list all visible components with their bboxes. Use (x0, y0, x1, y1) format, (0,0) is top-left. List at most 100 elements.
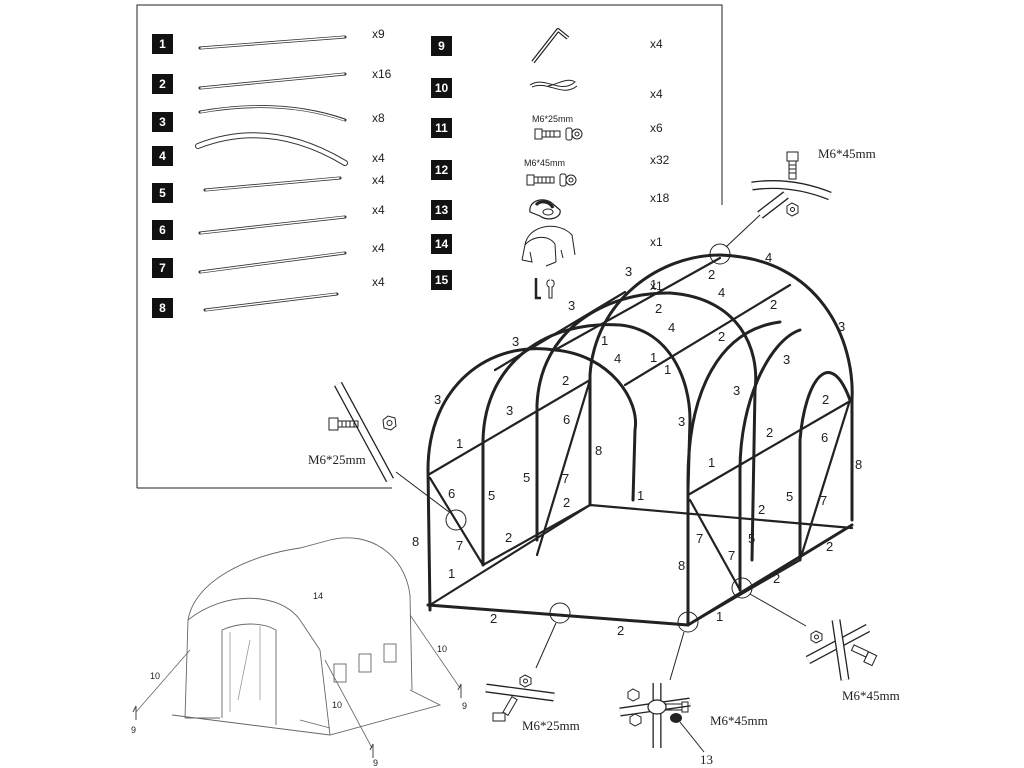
part-12-spec: M6*45mm (524, 158, 565, 168)
base-back (588, 503, 854, 530)
frame-label: 5 (488, 488, 495, 503)
part-3-arc (198, 105, 347, 122)
part-3-qty: x8 (372, 111, 385, 125)
part-15-number: 15 (435, 273, 449, 287)
part-4-badge (152, 146, 173, 166)
nut-icon (786, 202, 799, 217)
part-3-row: 3 x8 (152, 105, 385, 132)
part-5-row: 5 x4 (152, 173, 385, 203)
part-7-tube (198, 251, 347, 274)
frame-label: 7 (696, 531, 703, 546)
part-11-badge (431, 118, 452, 138)
part-9-number: 9 (438, 39, 445, 53)
part-8-tube (203, 292, 339, 312)
bolt-nut-short-icon (534, 127, 583, 141)
frame-label: 1 (601, 333, 608, 348)
greenhouse-cover-preview: 14 10 10 10 9 9 9 (131, 537, 467, 768)
frame-label: 3 (434, 392, 441, 407)
pipe-clamp-icon (529, 199, 561, 220)
base-diagonal (481, 503, 592, 567)
frame-label: 3 (783, 352, 790, 367)
part-2-qty: x16 (372, 67, 392, 81)
part-14-qty: x1 (650, 235, 663, 249)
part-1-number: 1 (159, 37, 166, 51)
leader-right (749, 593, 807, 627)
leader-top (725, 214, 761, 248)
part-5-number: 5 (159, 186, 166, 200)
frame-label: 2 (766, 425, 773, 440)
greenhouse-frame (395, 214, 854, 681)
detail-bottom-connector: M6*25mm (485, 674, 580, 733)
part-13-row: 13 x18 (431, 191, 670, 220)
frame-label: 3 (733, 383, 740, 398)
brace-back-right (798, 398, 852, 562)
frame-label: 3 (506, 403, 513, 418)
part-3-number: 3 (159, 115, 166, 129)
frame-label: 2 (563, 495, 570, 510)
part-7-number: 7 (159, 261, 166, 275)
part-5-badge (152, 183, 173, 203)
guy-rope (409, 614, 461, 689)
arch-3 (535, 291, 758, 562)
part-1-row: 1 x9 (152, 27, 385, 54)
leader-13 (679, 721, 705, 753)
arch-mid-right (738, 328, 802, 592)
bolt-icon (328, 417, 359, 431)
part-3-badge (152, 112, 173, 132)
part-1-badge (152, 34, 173, 54)
part-9-badge (431, 36, 452, 56)
part-2-row: 2 x16 (152, 67, 392, 94)
frame-label: 1 (637, 488, 644, 503)
arch-2 (481, 323, 692, 567)
part-8-badge (152, 298, 173, 318)
part-4-qty: x4 (372, 151, 385, 165)
arch-front (426, 347, 638, 612)
frame-label: 2 (562, 373, 569, 388)
arch-back-right (798, 371, 852, 562)
frame-label: 2 (826, 539, 833, 554)
frame-label: 8 (412, 534, 419, 549)
part-9-qty: x4 (650, 37, 663, 51)
tent-label: 10 (150, 671, 160, 681)
base-left (428, 503, 592, 607)
part-2-number: 2 (159, 77, 166, 91)
callout-bottom-center-spec: M6*25mm (522, 718, 580, 733)
bolt-nut-long-icon (526, 173, 577, 187)
part-15-badge (431, 270, 452, 290)
part-10-badge (431, 78, 452, 98)
guy-rope (135, 649, 191, 713)
detail-top-connector: M6*45mm (751, 146, 876, 219)
purlin-left-top (553, 256, 722, 352)
detail-circle-corner (677, 611, 699, 633)
frame-label: 5 (523, 470, 530, 485)
purlin-ridge (623, 283, 792, 387)
callout-bottom-right-a-spec: M6*45mm (710, 713, 768, 728)
bolt-icon (492, 696, 518, 722)
frame-label: 3 (512, 334, 519, 349)
detail-circle-bottom (549, 602, 571, 624)
part-13-number: 13 (435, 203, 449, 217)
detail-circle-right (731, 577, 753, 599)
frame-label: 6 (821, 430, 828, 445)
frame-label: 6 (448, 486, 455, 501)
part-5-qty: x4 (372, 173, 385, 187)
frame-label: 5 (748, 531, 755, 546)
part-6-qty: x4 (372, 203, 385, 217)
frame-label: 7 (562, 471, 569, 486)
frame-label: 5 (786, 489, 793, 504)
part-14-row: 14 x1 (431, 225, 663, 267)
part-13-badge (431, 200, 452, 220)
part-4-row: 4 x4 (152, 132, 385, 166)
frame-label: 1 (448, 566, 455, 581)
part-11-number: 11 (435, 121, 448, 135)
frame-label: 3 (838, 319, 845, 334)
part-6-number: 6 (159, 223, 166, 237)
frame-label: 7 (728, 548, 735, 563)
window (383, 643, 397, 663)
brace-front-right (688, 498, 742, 592)
part-14-badge (431, 234, 452, 254)
frame-label: 1 (716, 609, 723, 624)
guy-rope (324, 659, 373, 749)
frame-label: 1 (664, 362, 671, 377)
purlin-left-mid (493, 290, 627, 372)
